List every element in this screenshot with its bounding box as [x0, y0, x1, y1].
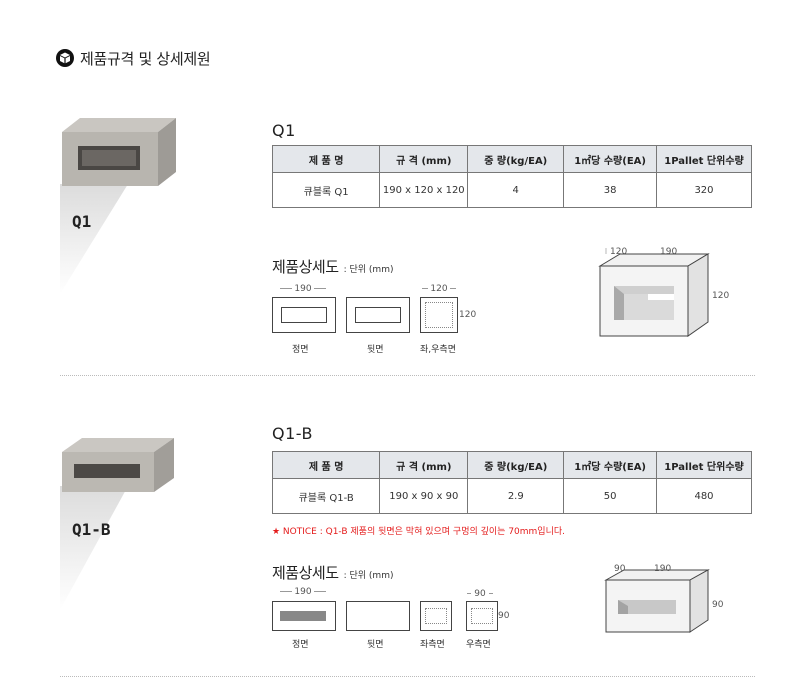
- spec-table: 제 품 명 규 격 (mm) 중 량(kg/EA) 1㎡당 수량(EA) 1Pa…: [271, 451, 752, 514]
- section-divider: [60, 375, 755, 376]
- view-label-back: 뒷면: [367, 640, 384, 650]
- drawing-header: 제품상세도 : 단위 (mm): [272, 562, 393, 583]
- drawing-unit: : 단위 (mm): [343, 265, 394, 275]
- table-header: 중 량(kg/EA): [467, 451, 565, 479]
- view-label-left: 좌측면: [420, 640, 445, 650]
- view-label-back: 뒷면: [367, 345, 384, 355]
- front-width-dim: 190: [272, 587, 334, 597]
- section-divider: [60, 676, 755, 677]
- product-name: Q1: [272, 121, 296, 140]
- table-cell: 큐블록 Q1-B: [271, 478, 381, 514]
- iso-dim-height: 90: [712, 600, 724, 610]
- iso-dim-depth: 120: [610, 247, 628, 257]
- iso-dim-depth: 90: [614, 564, 626, 574]
- table-header: 규 격 (mm): [379, 145, 469, 173]
- iso-dim-width: 190: [660, 247, 678, 257]
- table-header: 제 품 명: [271, 145, 381, 173]
- side-view: [420, 297, 458, 333]
- table-header: 중 량(kg/EA): [467, 145, 565, 173]
- view-label-side: 좌,우측면: [420, 345, 456, 355]
- cube-icon: [56, 49, 74, 67]
- table-cell: 190 x 90 x 90: [379, 478, 469, 514]
- front-view: [272, 601, 336, 631]
- view-label-front: 정면: [292, 345, 309, 355]
- front-view: [272, 297, 336, 333]
- side-height-dim: 120: [459, 310, 477, 320]
- table-cell: 480: [656, 478, 752, 514]
- table-cell: 320: [655, 172, 753, 208]
- side-width-dim: 120: [420, 284, 458, 294]
- back-view: [346, 601, 410, 631]
- view-label-front: 정면: [292, 640, 309, 650]
- drawing-header: 제품상세도 : 단위 (mm): [272, 256, 393, 277]
- table-header: 1Pallet 단위수량: [655, 145, 753, 173]
- iso-dim-height: 120: [712, 291, 730, 301]
- drawing-title: 제품상세도: [272, 258, 339, 276]
- front-width-dim: 190: [272, 284, 334, 294]
- iso-drawing-q1: [598, 248, 710, 337]
- table-header-row: 제 품 명 규 격 (mm) 중 량(kg/EA) 1㎡당 수량(EA) 1Pa…: [271, 145, 753, 173]
- table-header: 1㎡당 수량(EA): [563, 145, 657, 173]
- table-cell: 큐블록 Q1: [271, 172, 381, 208]
- product-image-label: Q1-B: [72, 520, 111, 539]
- side-width-dim: 90: [464, 589, 496, 599]
- table-header: 규 격 (mm): [379, 451, 469, 479]
- table-header: 제 품 명: [271, 451, 381, 479]
- right-side-view: [466, 601, 498, 631]
- iso-dim-width: 190: [654, 564, 672, 574]
- table-header: 1Pallet 단위수량: [656, 451, 752, 479]
- drawing-title: 제품상세도: [272, 564, 339, 582]
- spec-table: 제 품 명 규 격 (mm) 중 량(kg/EA) 1㎡당 수량(EA) 1Pa…: [271, 145, 753, 208]
- back-view: [346, 297, 410, 333]
- table-header-row: 제 품 명 규 격 (mm) 중 량(kg/EA) 1㎡당 수량(EA) 1Pa…: [271, 451, 752, 479]
- table-row: 큐블록 Q1-B 190 x 90 x 90 2.9 50 480: [271, 478, 752, 514]
- notice-text: ★ NOTICE : Q1-B 제품의 뒷면은 막혀 있으며 구멍의 깊이는 7…: [272, 527, 566, 537]
- table-row: 큐블록 Q1 190 x 120 x 120 4 38 320: [271, 172, 753, 208]
- table-cell: 190 x 120 x 120: [379, 172, 469, 208]
- side-height-dim: 90: [498, 611, 510, 621]
- drawing-unit: : 단위 (mm): [343, 571, 394, 581]
- table-cell: 4: [467, 172, 565, 208]
- view-label-right: 우측면: [466, 640, 491, 650]
- block-image-q1: [60, 118, 176, 294]
- iso-drawing-q1b: [604, 569, 710, 633]
- page-title: 제품규격 및 상세제원: [80, 50, 211, 68]
- left-side-view: [420, 601, 452, 631]
- table-cell: 2.9: [467, 478, 565, 514]
- table-header: 1㎡당 수량(EA): [563, 451, 657, 479]
- table-cell: 50: [563, 478, 657, 514]
- table-cell: 38: [563, 172, 657, 208]
- product-name: Q1-B: [272, 424, 313, 443]
- block-image-q1b: [60, 438, 174, 610]
- product-image-label: Q1: [72, 212, 92, 231]
